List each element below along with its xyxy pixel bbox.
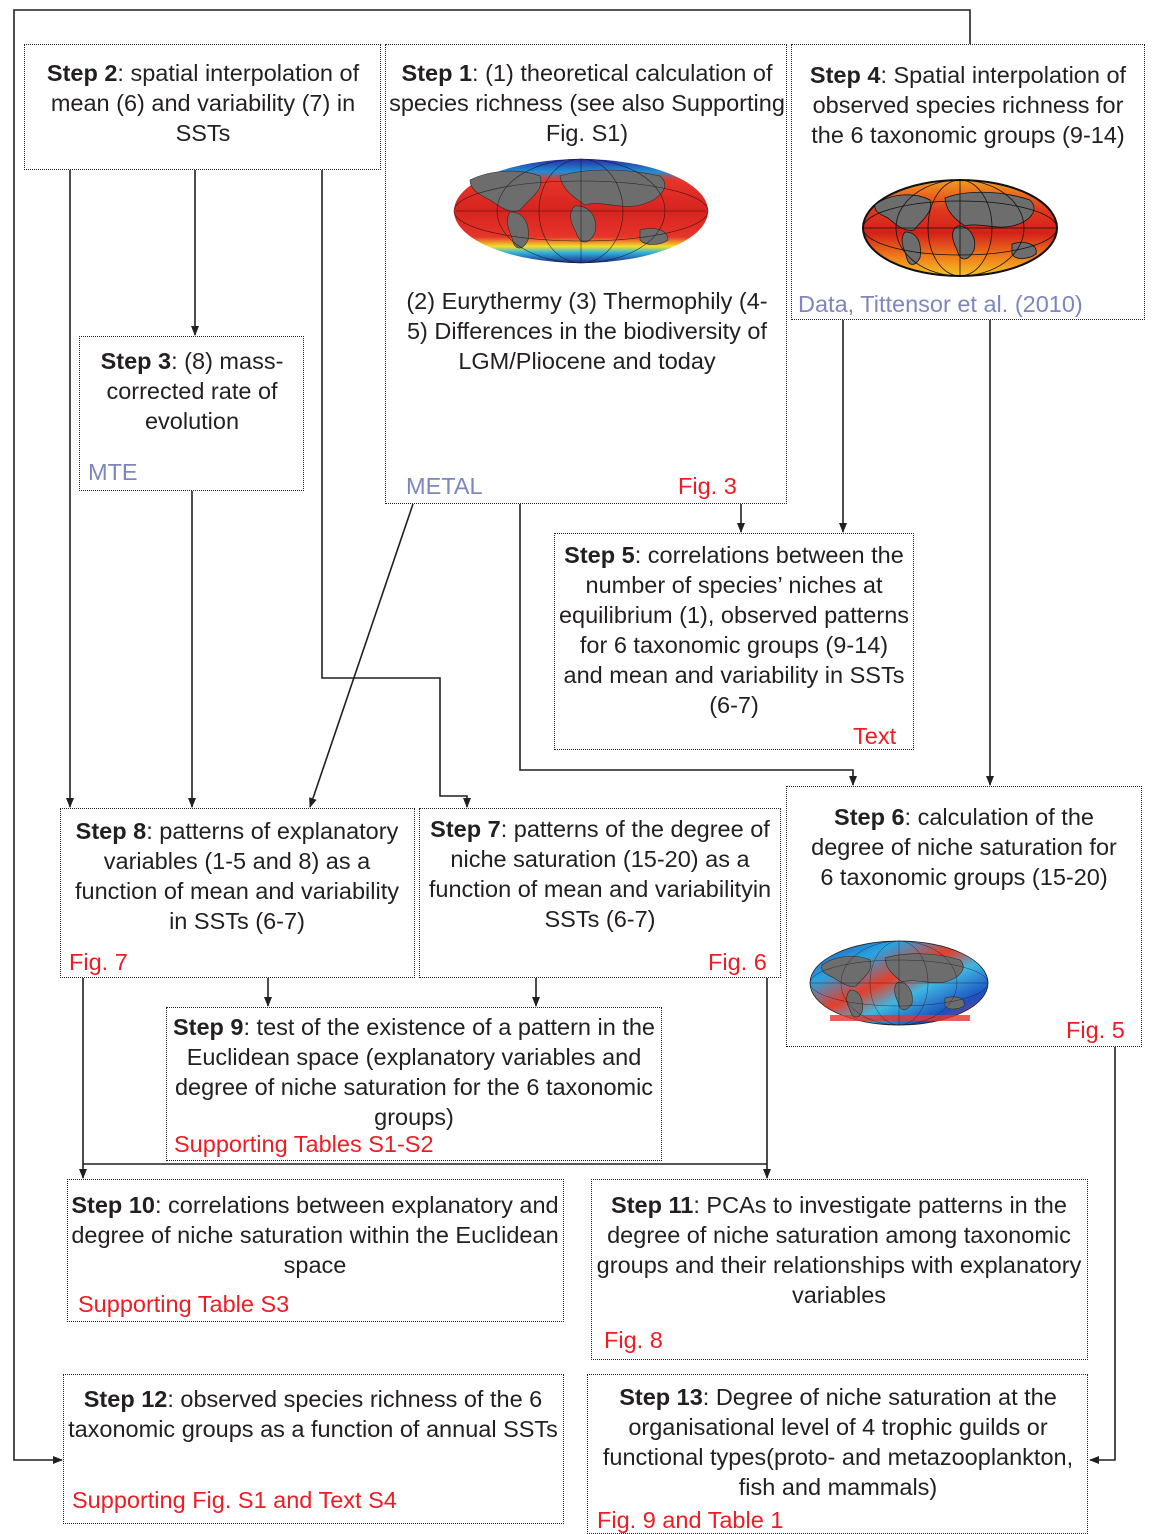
world-map-niche-saturation-icon: [809, 940, 989, 1026]
step4-heading: Step 4: [809, 62, 881, 88]
step6-heading: Step 6: [834, 804, 905, 830]
step13-figure-ref: Fig. 9 and Table 1: [597, 1507, 784, 1533]
step9-figure-ref: Supporting Tables S1-S2: [174, 1131, 434, 1157]
step11-figure-ref: Fig. 8: [604, 1327, 663, 1353]
step2-description: : spatial interpolation of mean (6) and …: [50, 60, 360, 146]
step8-description: : patterns of explanatory variables (1-5…: [75, 818, 399, 934]
world-map-species-richness-icon: [453, 158, 709, 264]
edge-step1-to-step6: [519, 504, 857, 786]
step6-text: Step 6: calculation of the degree of nic…: [804, 802, 1124, 892]
step8-box: [60, 808, 415, 978]
step12-description: : observed species richness of the 6 tax…: [68, 1386, 558, 1442]
step1-description: : (1) theoretical calculation of species…: [389, 60, 785, 146]
step11-text: Step 11: PCAs to investigate patterns in…: [594, 1190, 1084, 1310]
step7-description: : patterns of the degree of niche satura…: [428, 816, 772, 932]
step12-text: Step 12: observed species richness of th…: [68, 1384, 558, 1444]
step12-figure-ref: Supporting Fig. S1 and Text S4: [72, 1487, 397, 1513]
step1-heading: Step 1: [401, 60, 473, 86]
step6-figure-ref: Fig. 5: [1066, 1017, 1125, 1043]
step11-heading: Step 11: [611, 1192, 694, 1218]
step9-box: [166, 1007, 662, 1161]
step6-box: [786, 786, 1142, 1047]
step13-description: : Degree of niche saturation at the orga…: [602, 1384, 1074, 1500]
step3-box: [79, 336, 304, 491]
step1-box: [385, 44, 787, 504]
step10-description: : correlations between explanatory and d…: [71, 1192, 559, 1278]
step5-figure-ref: Text: [853, 723, 897, 749]
step11-description: : PCAs to investigate patterns in the de…: [596, 1192, 1082, 1308]
step7-text: Step 7: patterns of the degree of niche …: [420, 814, 780, 934]
step4-box: [791, 44, 1145, 320]
world-map-observed-richness-icon: [862, 179, 1058, 277]
step9-heading: Step 9: [172, 1014, 244, 1040]
step7-heading: Step 7: [430, 816, 501, 842]
step7-box: [419, 808, 781, 978]
step9-text: Step 9: test of the existence of a patte…: [172, 1012, 656, 1132]
step7-figure-ref: Fig. 6: [708, 949, 767, 975]
step11-box: [591, 1179, 1088, 1360]
step2-text: Step 2: spatial interpolation of mean (6…: [30, 58, 376, 148]
step1-figure-ref: Fig. 3: [678, 473, 737, 499]
step12-heading: Step 12: [83, 1386, 168, 1412]
step10-text: Step 10: correlations between explanator…: [70, 1190, 560, 1280]
step5-description: : correlations between the number of spe…: [558, 542, 910, 718]
step1-text-2: (2) Eurythermy (3) Thermophily (4-5) Dif…: [398, 286, 776, 376]
step13-text: Step 13: Degree of niche saturation at t…: [588, 1382, 1088, 1502]
step1-text: Step 1: (1) theoretical calculation of s…: [389, 58, 785, 148]
edge-step2-to-step7: [321, 170, 471, 808]
step1-source-label: METAL: [406, 473, 483, 499]
step2-heading: Step 2: [46, 60, 118, 86]
step10-figure-ref: Supporting Table S3: [78, 1291, 290, 1317]
step1-description-2: (2) Eurythermy (3) Thermophily (4-5) Dif…: [406, 288, 768, 374]
step6-description: : calculation of the degree of niche sat…: [811, 804, 1117, 890]
step5-heading: Step 5: [564, 542, 635, 568]
step10-box: [67, 1179, 564, 1322]
step10-heading: Step 10: [71, 1192, 155, 1218]
step5-box: [554, 533, 914, 750]
step13-heading: Step 13: [619, 1384, 703, 1410]
step2-box: [24, 44, 381, 170]
step5-text: Step 5: correlations between the number …: [558, 540, 910, 720]
edge-step6-to-step13: [1089, 1047, 1116, 1464]
edge-step4-to-step12: [13, 9, 971, 1464]
step8-heading: Step 8: [75, 818, 147, 844]
step3-description: : (8) mass-corrected rate of evolution: [106, 348, 284, 434]
edge-step1-to-step8: [309, 503, 414, 808]
step8-figure-ref: Fig. 7: [69, 949, 128, 975]
step4-source-label: Data, Tittensor et al. (2010): [798, 291, 1083, 317]
step12-box: [63, 1374, 564, 1524]
step3-text: Step 3: (8) mass-corrected rate of evolu…: [84, 346, 300, 436]
step9-description: : test of the existence of a pattern in …: [174, 1014, 656, 1130]
step4-description: : Spatial interpolation of observed spec…: [811, 62, 1127, 148]
step3-heading: Step 3: [100, 348, 172, 374]
step3-source-label: MTE: [88, 459, 138, 485]
step4-text: Step 4: Spatial interpolation of observe…: [794, 60, 1142, 150]
step8-text: Step 8: patterns of explanatory variable…: [64, 816, 410, 936]
